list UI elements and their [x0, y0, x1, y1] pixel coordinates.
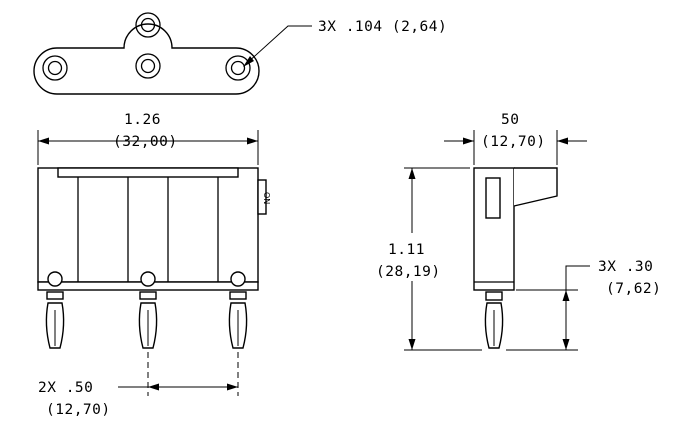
- depth-dimension-inch: 50: [501, 112, 519, 128]
- pin-length-dimension-mm: (7,62): [606, 281, 661, 297]
- front-view: ON: [37, 167, 271, 349]
- switch-top-lip: [57, 167, 239, 178]
- pitch-dimension-mm: (12,70): [46, 402, 111, 418]
- mounting-hole-right-outer: [225, 55, 251, 81]
- pin-length-dimension-inch: 3X .30: [598, 259, 653, 275]
- hole-callout-leader: [245, 25, 312, 65]
- hole-callout: 3X .104 (2,64): [243, 19, 447, 67]
- mounting-hole-top-outer: [135, 12, 161, 38]
- height-dimension-mm: (28,19): [376, 264, 441, 280]
- side-view: [473, 167, 558, 349]
- mounting-hole-left-inner: [47, 60, 63, 76]
- depth-dimension: 50 (12,70): [444, 112, 587, 165]
- mounting-hole-center-inner: [140, 58, 156, 74]
- mounting-hole-right-inner: [230, 60, 246, 76]
- width-dimension: 1.26 (32,00): [37, 112, 259, 165]
- side-window: [485, 177, 501, 219]
- width-dimension-mm: (32,00): [113, 134, 178, 150]
- width-dimension-inch: 1.26: [124, 112, 161, 128]
- hole-callout-arrow: [243, 56, 254, 67]
- mounting-bracket-outline: [33, 23, 260, 95]
- mounting-hole-left-outer: [42, 55, 68, 81]
- height-dimension-inch: 1.11: [388, 242, 425, 258]
- pitch-dimension: 2X .50 (12,70): [38, 352, 239, 418]
- terminal-pin-center: [138, 271, 158, 349]
- hole-callout-label: 3X .104 (2,64): [318, 19, 447, 35]
- terminal-pin-left: [45, 271, 65, 349]
- side-on-label: ON: [262, 192, 271, 204]
- pitch-dimension-inch: 2X .50: [38, 380, 93, 396]
- switch-body: [37, 167, 259, 283]
- top-view: [33, 12, 260, 95]
- mounting-hole-top-inner: [140, 17, 156, 33]
- side-actuator: [513, 167, 558, 207]
- side-on-tab: [257, 179, 267, 215]
- side-terminal-pin: [484, 291, 504, 349]
- terminal-pin-right: [228, 271, 248, 349]
- mounting-hole-center-outer: [135, 53, 161, 79]
- height-dimension: 1.11 (28,19): [376, 167, 482, 351]
- pin-length-dimension: 3X .30 (7,62): [506, 259, 661, 351]
- depth-dimension-mm: (12,70): [481, 134, 546, 150]
